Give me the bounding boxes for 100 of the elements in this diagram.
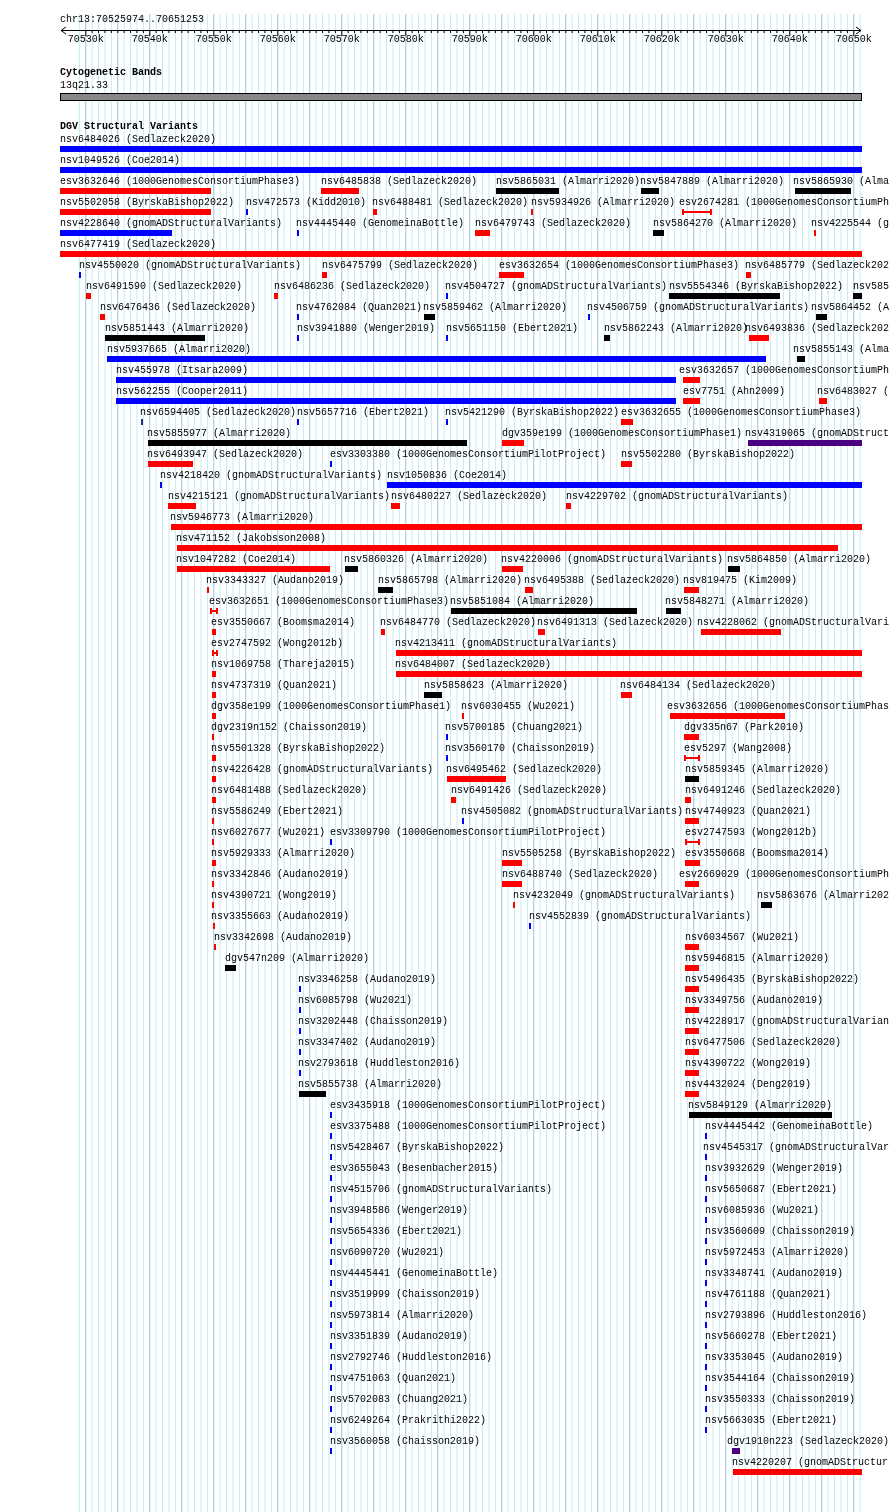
variant-label: nsv6477506 (Sedlazeck2020) bbox=[685, 1037, 842, 1049]
variant-label: nsv3349756 (Audano2019) bbox=[685, 995, 824, 1007]
variant-label: nsv3346258 (Audano2019) bbox=[298, 974, 437, 986]
variant-label: nsv6477419 (Sedlazeck2020) bbox=[60, 239, 217, 251]
variant-label: nsv6495388 (Sedlazeck2020) bbox=[524, 575, 681, 587]
variant-label: nsv6479743 (Sedlazeck2020) bbox=[475, 218, 632, 230]
variant-label: nsv562255 (Cooper2011) bbox=[116, 386, 249, 398]
variant-label: nsv4228640 (gnomADStructuralVariants) bbox=[60, 218, 283, 230]
variant-label: esv3309790 (1000GenomesConsortiumPilotProject) bbox=[330, 827, 607, 839]
variant-label: nsv5865031 (Almarri2020) bbox=[496, 176, 641, 188]
variant-label: nsv4220006 (gnomADStructuralVariants) bbox=[501, 554, 724, 566]
variant-label: esv3632651 (1000GenomesConsortiumPhase3) bbox=[209, 596, 450, 608]
variant-label: nsv5502058 (ByrskaBishop2022) bbox=[60, 197, 235, 209]
variant-label: nsv5700185 (Chuang2021) bbox=[445, 722, 584, 734]
variant-label: nsv6483027 ( bbox=[817, 386, 889, 398]
variant-label: nsv5505258 (ByrskaBishop2022) bbox=[502, 848, 677, 860]
variant-label: nsv6488740 (Sedlazeck2020) bbox=[502, 869, 659, 881]
variant-label: nsv5865930 (Alma bbox=[793, 176, 889, 188]
variant-label: nsv3202448 (Chaisson2019) bbox=[298, 1016, 449, 1028]
variant-label: nsv5864850 (Almarri2020) bbox=[727, 554, 872, 566]
variant-label: nsv4515706 (gnomADStructuralVariants) bbox=[330, 1184, 553, 1196]
variant-label: nsv5946773 (Almarri2020) bbox=[170, 512, 315, 524]
variant-label: nsv4228062 (gnomADStructuralVari bbox=[697, 617, 890, 629]
variant-label: nsv5851443 (Almarri2020) bbox=[105, 323, 250, 335]
variant-label: nsv472573 (Kidd2010) bbox=[246, 197, 367, 209]
variant-label: nsv6090720 (Wu2021) bbox=[330, 1247, 445, 1259]
location-label: chr13:70525974..70651253 bbox=[60, 14, 205, 26]
variant-label: nsv5657716 (Ebert2021) bbox=[297, 407, 430, 419]
variant-label: dgv1910n223 (Sedlazeck2020) bbox=[727, 1436, 890, 1448]
variant-label: nsv4761188 (Quan2021) bbox=[705, 1289, 832, 1301]
variant-label: nsv4213411 (gnomADStructuralVariants) bbox=[395, 638, 618, 650]
variant-label: nsv3941880 (Wenger2019) bbox=[297, 323, 436, 335]
variant-label: esv3550668 (Boomsma2014) bbox=[685, 848, 830, 860]
variant-label: nsv5855977 (Almarri2020) bbox=[147, 428, 292, 440]
variant-label: nsv2793618 (Huddleston2016) bbox=[298, 1058, 461, 1070]
variant-label: esv7751 (Ahn2009) bbox=[683, 386, 786, 398]
variant-label: nsv4737319 (Quan2021) bbox=[211, 680, 338, 692]
variant-label: dgv547n209 (Almarri2020) bbox=[225, 953, 370, 965]
variant-label: nsv4550020 (gnomADStructuralVariants) bbox=[79, 260, 302, 272]
tick-label: 70620k bbox=[643, 34, 680, 46]
variant-label: nsv3355663 (Audano2019) bbox=[211, 911, 350, 923]
variant-label: nsv3544164 (Chaisson2019) bbox=[705, 1373, 856, 1385]
variant-label: dgv335n67 (Park2010) bbox=[684, 722, 805, 734]
variant-label: nsv5865798 (Almarri2020) bbox=[378, 575, 523, 587]
variant-label: nsv6085798 (Wu2021) bbox=[298, 995, 413, 1007]
variant-label: nsv4229702 (gnomADStructuralVariants) bbox=[566, 491, 789, 503]
variant-label: nsv3348741 (Audano2019) bbox=[705, 1268, 844, 1280]
variant-label: nsv5663035 (Ebert2021) bbox=[705, 1415, 838, 1427]
variant-label: nsv5849129 (Almarri2020) bbox=[688, 1100, 833, 1112]
variant-label: nsv5660278 (Ebert2021) bbox=[705, 1331, 838, 1343]
variant-label: nsv6484026 (Sedlazeck2020) bbox=[60, 134, 217, 146]
variant-label: nsv5864452 (A bbox=[811, 302, 889, 314]
variant-label: nsv5858623 (Almarri2020) bbox=[424, 680, 569, 692]
variant-label: esv2747592 (Wong2012b) bbox=[211, 638, 344, 650]
tick-label: 70530k bbox=[67, 34, 104, 46]
variant-label: nsv5848271 (Almarri2020) bbox=[665, 596, 810, 608]
variant-label: nsv6495462 (Sedlazeck2020) bbox=[446, 764, 603, 776]
variant-label: esv5297 (Wang2008) bbox=[684, 743, 793, 755]
variant-label: nsv4506759 (gnomADStructuralVariants) bbox=[587, 302, 810, 314]
variant-label: nsv4504727 (gnomADStructuralVariants) bbox=[445, 281, 668, 293]
variant-label: nsv6484770 (Sedlazeck2020) bbox=[380, 617, 537, 629]
variant-label: nsv471152 (Jakobsson2008) bbox=[176, 533, 327, 545]
variant-label: nsv6030455 (Wu2021) bbox=[461, 701, 576, 713]
tick-label: 70570k bbox=[323, 34, 360, 46]
variant-label: nsv6491246 (Sedlazeck2020) bbox=[685, 785, 842, 797]
variant-label: nsv5934926 (Almarri2020) bbox=[531, 197, 676, 209]
variant-label: nsv4445440 (GenomeinaBottle) bbox=[296, 218, 465, 230]
variant-label: nsv6486236 (Sedlazeck2020) bbox=[274, 281, 431, 293]
variant-label: nsv4390721 (Wong2019) bbox=[211, 890, 338, 902]
variant-label: nsv6493836 (Sedlazeck202 bbox=[745, 323, 890, 335]
variant-label: nsv5855143 (Alma bbox=[793, 344, 889, 356]
variant-label: nsv4505082 (gnomADStructuralVariants) bbox=[461, 806, 684, 818]
variant-label: nsv6493947 (Sedlazeck2020) bbox=[147, 449, 304, 461]
variant-label: nsv5863676 (Almarri202 bbox=[757, 890, 890, 902]
variant-label: nsv4552839 (gnomADStructuralVariants) bbox=[529, 911, 752, 923]
variant-label: nsv5651150 (Ebert2021) bbox=[446, 323, 579, 335]
variant-label: nsv3342698 (Audano2019) bbox=[214, 932, 353, 944]
variant-label: nsv5851084 (Almarri2020) bbox=[450, 596, 595, 608]
variant-label: nsv6491313 (Sedlazeck2020) bbox=[537, 617, 694, 629]
variant-label: nsv3351839 (Audano2019) bbox=[330, 1331, 469, 1343]
variant-label: nsv4751063 (Quan2021) bbox=[330, 1373, 457, 1385]
variant-label: nsv3560058 (Chaisson2019) bbox=[330, 1436, 481, 1448]
variant-label: nsv455978 (Itsara2009) bbox=[116, 365, 249, 377]
variant-label: nsv6476436 (Sedlazeck2020) bbox=[100, 302, 257, 314]
variant-label: esv2747593 (Wong2012b) bbox=[685, 827, 818, 839]
variant-label: nsv4545317 (gnomADStructuralVar bbox=[703, 1142, 890, 1154]
variant-label: nsv6027677 (Wu2021) bbox=[211, 827, 326, 839]
tick-label: 70580k bbox=[387, 34, 424, 46]
variant-label: nsv6485779 (Sedlazeck202 bbox=[745, 260, 890, 272]
variant-label: nsv5864270 (Almarri2020) bbox=[653, 218, 798, 230]
tick-label: 70630k bbox=[707, 34, 744, 46]
variant-label: nsv6491590 (Sedlazeck2020) bbox=[86, 281, 243, 293]
tick-label: 70610k bbox=[579, 34, 616, 46]
variant-label: esv3375488 (1000GenomesConsortiumPilotProject) bbox=[330, 1121, 607, 1133]
variant-label: nsv4220207 (gnomADStructur bbox=[732, 1457, 889, 1469]
variant-label: nsv4740923 (Quan2021) bbox=[685, 806, 812, 818]
variant-label: nsv2792746 (Huddleston2016) bbox=[330, 1352, 493, 1364]
tick-label: 70540k bbox=[131, 34, 168, 46]
variant-label: nsv819475 (Kim2009) bbox=[683, 575, 798, 587]
variant-label: nsv3343327 (Audano2019) bbox=[206, 575, 345, 587]
